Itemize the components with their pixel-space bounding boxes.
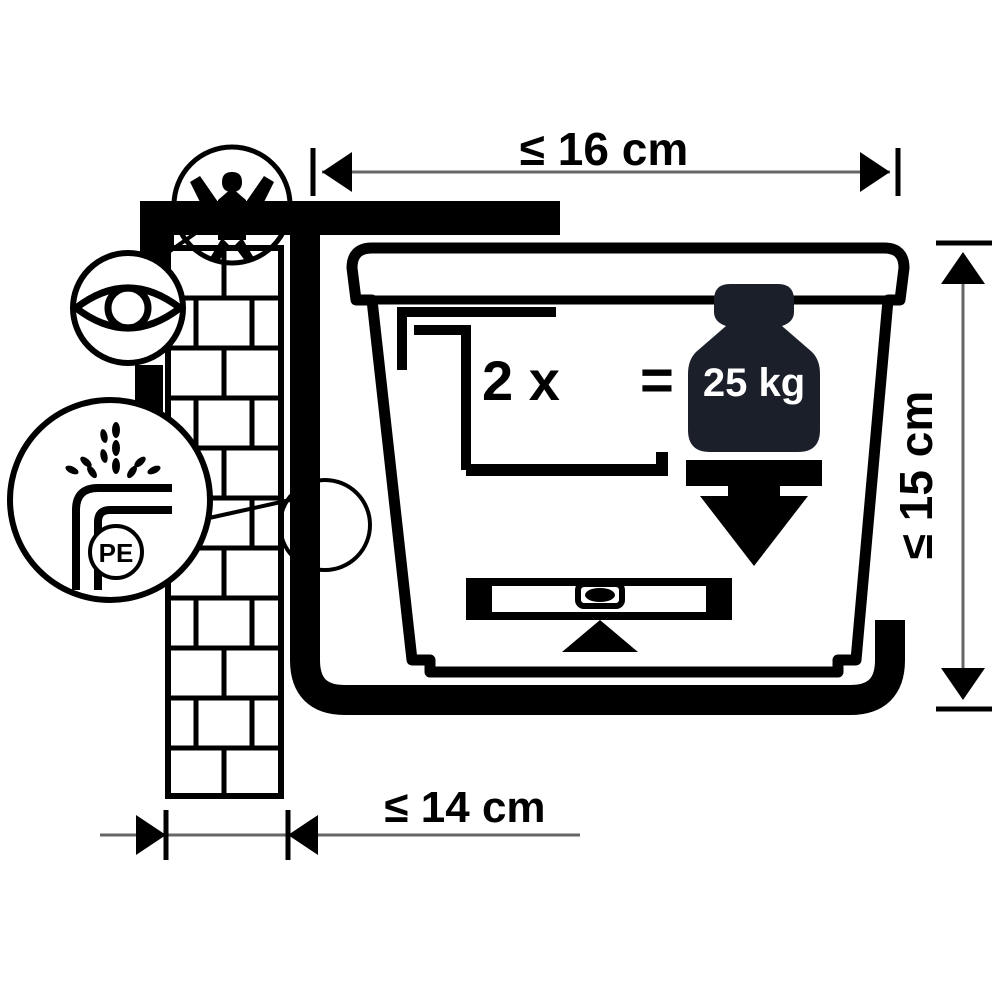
callout-pe-circle (7, 397, 213, 603)
leader-eye-to-person (158, 228, 202, 260)
person-raised-arms-icon (190, 172, 274, 262)
basin-body (346, 242, 910, 678)
dimension-top-label: ≤ 16 cm (520, 123, 688, 175)
eye-outline (70, 284, 186, 332)
level-cap-left (470, 582, 492, 616)
down-arrow-icon (686, 460, 822, 566)
pe-pipe-inner (94, 506, 172, 590)
pipe-route (135, 201, 905, 715)
dimension-bottom-label: ≤ 14 cm (384, 783, 545, 832)
level-bubble (585, 588, 615, 602)
down-arrow-bar (686, 460, 822, 486)
down-arrow-head (700, 496, 808, 566)
weight-value-label: 25 kg (703, 361, 805, 405)
bracket-inner-upper (414, 325, 471, 470)
level-fulcrum (562, 620, 638, 652)
dimension-bottom: ≤ 14 cm (100, 783, 580, 860)
callout-person-circle (171, 144, 293, 266)
person-arm-left (190, 176, 218, 214)
magnifier-circle-icon (278, 478, 372, 572)
dimension-right-label: ≤ 15 cm (890, 391, 942, 559)
pe-pipe-bend (72, 484, 172, 590)
pe-droplets-icon (65, 422, 161, 479)
equals-label: = (640, 348, 674, 413)
person-torso (218, 188, 246, 240)
spirit-level-icon (466, 578, 732, 652)
dimension-right: ≤ 15 cm (890, 240, 992, 712)
dimension-bottom-left-arrow (136, 815, 166, 855)
dimension-top: ≤ 16 cm (310, 123, 901, 196)
person-leg-right (234, 238, 254, 262)
pe-pipe-outer (72, 484, 172, 590)
wall-head-joints (193, 248, 255, 796)
dimension-right-top-arrow (941, 252, 985, 284)
bracket-outer (397, 307, 556, 370)
dimension-bottom-right-arrow (288, 815, 318, 855)
weight-handle (714, 284, 794, 326)
eye-iris (104, 284, 152, 332)
pe-badge-label: PE (99, 538, 134, 568)
weight-icon: 25 kg (688, 284, 820, 452)
weight-body (688, 326, 820, 452)
callout-pe: PE (7, 397, 213, 603)
callout-eye-circle (70, 250, 186, 366)
bracket-symbol (397, 307, 668, 476)
person-head (222, 172, 242, 192)
person-leg-left (210, 238, 230, 262)
callout-leaders (158, 228, 291, 522)
level-cap-right (706, 582, 728, 616)
pe-badge-circle (88, 524, 144, 580)
bracket-count-label: 2 x (482, 349, 560, 412)
callout-person (171, 144, 293, 266)
dimension-right-bottom-arrow (941, 668, 985, 700)
callout-pipe-target (278, 478, 372, 572)
pipe-main-run (290, 225, 905, 715)
dimension-top-left-arrow (322, 152, 352, 192)
callout-eye (70, 250, 186, 366)
leader-pe-to-pipe (199, 498, 291, 522)
basin (346, 242, 910, 678)
person-arm-right (246, 176, 274, 214)
dimension-top-right-arrow (860, 152, 890, 192)
eye-icon (70, 284, 186, 332)
bracket-inner-lower (466, 452, 668, 476)
